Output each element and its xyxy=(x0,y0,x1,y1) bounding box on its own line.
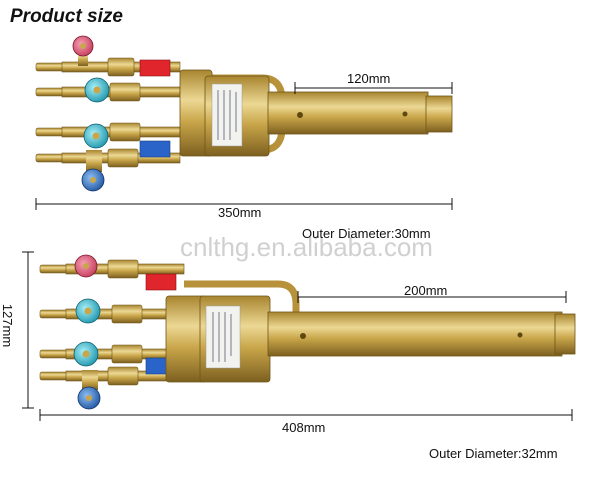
top-torch xyxy=(35,35,453,210)
bottom-valve-cyan-2 xyxy=(73,341,99,367)
bottom-height-label: 127mm xyxy=(0,303,16,348)
top-red-band xyxy=(139,59,171,77)
bottom-barrel xyxy=(267,311,563,357)
top-barrel xyxy=(267,91,429,135)
bottom-length-label: 200mm xyxy=(404,283,448,298)
top-length-label: 120mm xyxy=(347,71,391,86)
watermark: cnlthg.en.alibaba.com xyxy=(180,232,433,262)
page-title: Product size xyxy=(10,6,123,27)
bottom-fittings xyxy=(107,259,143,386)
top-fittings xyxy=(107,57,141,168)
top-nozzle xyxy=(425,95,453,133)
bottom-inlet-nipples xyxy=(39,264,71,381)
bottom-diameter-label: Outer Diameter:32mm xyxy=(429,446,558,461)
bottom-dim-200 xyxy=(297,291,567,303)
top-diameter-label: Outer Diameter:30mm xyxy=(302,226,431,241)
bottom-u-loop xyxy=(184,280,300,312)
top-product-label xyxy=(211,83,243,147)
top-total-label: 350mm xyxy=(218,205,262,220)
top-dim-350 xyxy=(35,198,453,210)
bottom-dim-127 xyxy=(22,251,34,409)
top-valve-cyan-1 xyxy=(84,77,110,103)
bottom-red-band xyxy=(145,273,177,291)
top-inlet-nipples xyxy=(35,62,67,163)
top-blue-band xyxy=(139,140,171,158)
bottom-total-label: 408mm xyxy=(282,420,326,435)
bottom-product-label xyxy=(205,305,241,369)
top-valve-cyan-2 xyxy=(83,123,109,149)
bottom-torch xyxy=(22,251,576,421)
bottom-valve-blue xyxy=(77,370,101,410)
bottom-dim-408 xyxy=(39,409,573,421)
bottom-valve-red xyxy=(74,254,98,278)
bottom-valve-cyan-1 xyxy=(75,298,101,324)
top-valve-blue xyxy=(81,150,105,192)
top-valve-red xyxy=(72,35,94,66)
bottom-nozzle xyxy=(554,313,576,355)
top-dim-120 xyxy=(294,82,453,94)
